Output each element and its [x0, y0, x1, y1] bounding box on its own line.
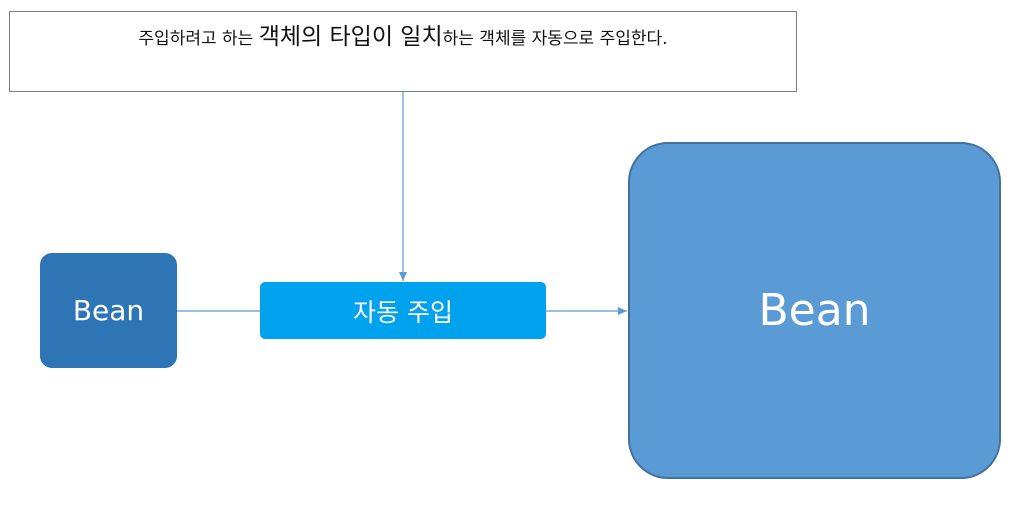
- note-box: 주입하려고 하는 객체의 타입이 일치하는 객체를 자동으로 주입한다.: [9, 11, 797, 92]
- note-text-part1: 주입하려고 하는: [138, 29, 259, 49]
- note-text-emphasis: 객체의 타입이 일치: [258, 24, 443, 50]
- note-text-part3: 하는 객체를 자동으로 주입한다.: [442, 29, 668, 49]
- target-bean-node: Bean: [628, 142, 1001, 479]
- auto-inject-node: 자동 주입: [260, 282, 546, 339]
- source-bean-node: Bean: [40, 253, 177, 368]
- auto-inject-label: 자동 주입: [353, 297, 453, 327]
- note-text: 주입하려고 하는 객체의 타입이 일치하는 객체를 자동으로 주입한다.: [10, 21, 796, 55]
- source-bean-label: Bean: [72, 294, 145, 327]
- target-bean-label: Bean: [758, 285, 871, 336]
